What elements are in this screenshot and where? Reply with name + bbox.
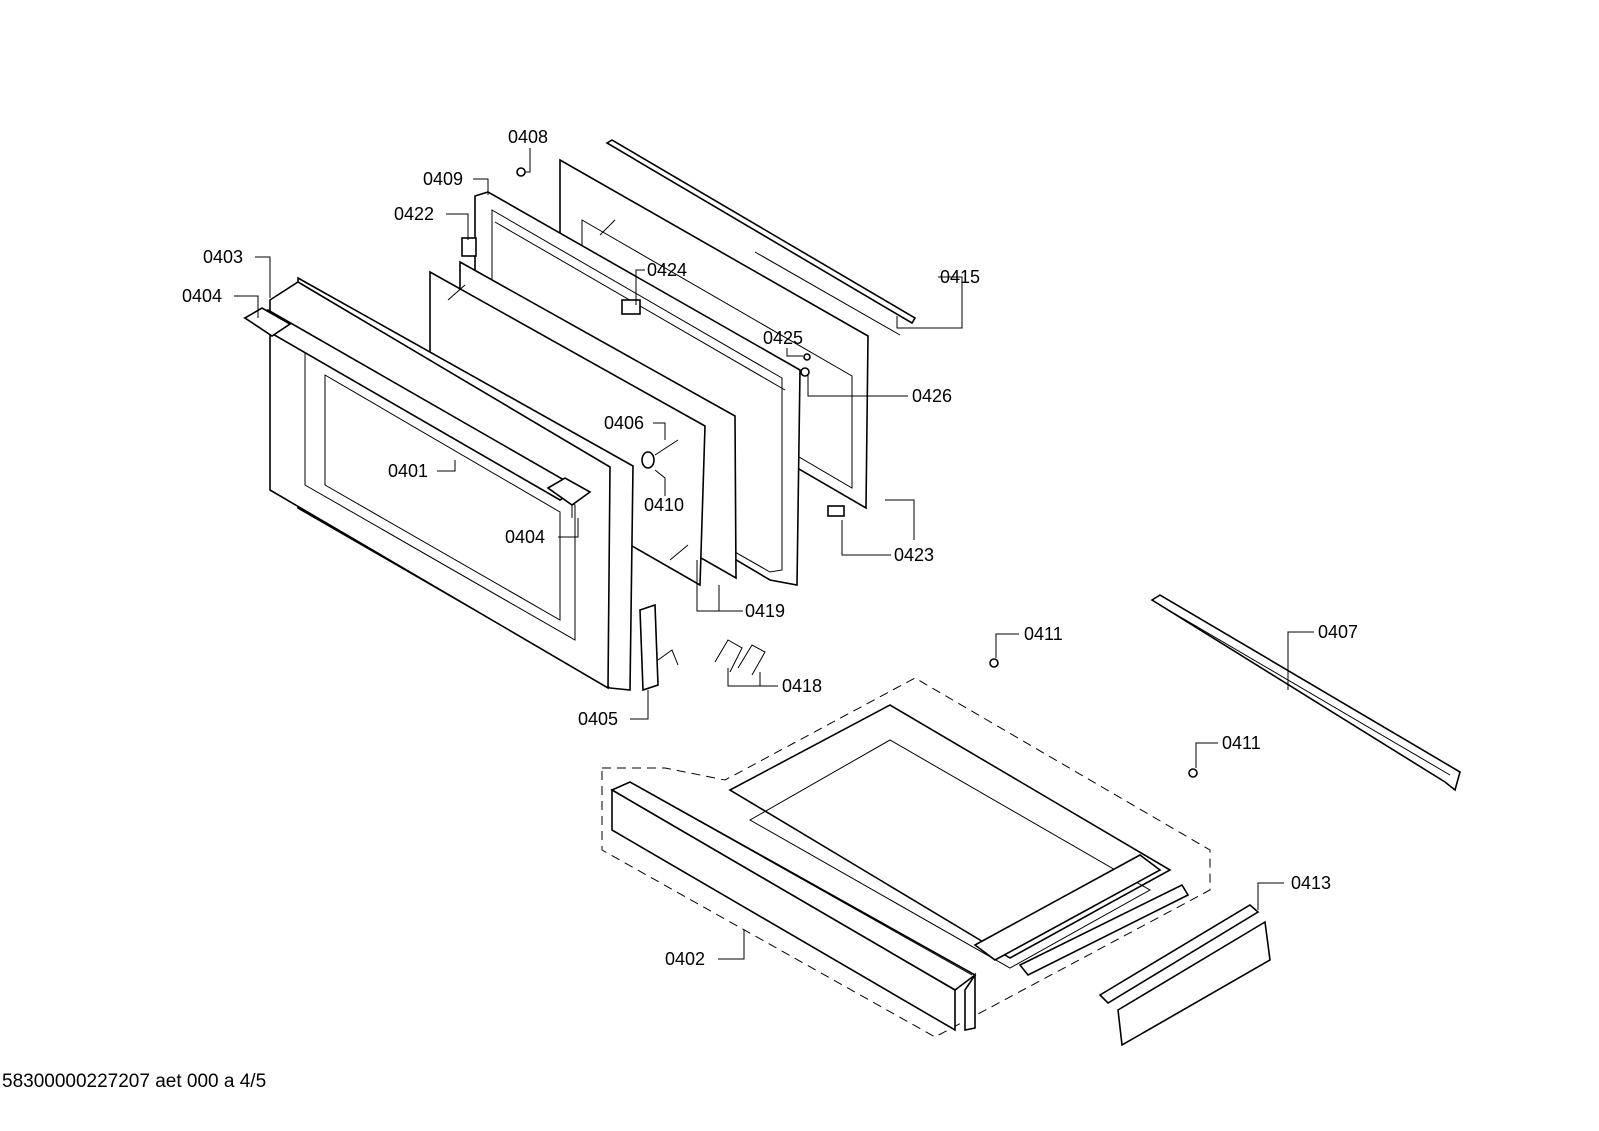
part-0425 xyxy=(803,353,811,361)
label-0411-a: 0411 xyxy=(1024,624,1063,644)
label-0402: 0402 xyxy=(665,949,705,969)
part-0406-screw xyxy=(641,439,679,469)
label-0415: 0415 xyxy=(940,267,980,287)
label-0418: 0418 xyxy=(782,676,822,696)
label-0410: 0410 xyxy=(644,495,684,515)
part-0402-drawer xyxy=(601,677,1211,1038)
label-0407: 0407 xyxy=(1318,622,1358,642)
label-0401: 0401 xyxy=(388,461,428,481)
label-0404-top: 0404 xyxy=(182,286,222,306)
label-0423: 0423 xyxy=(894,545,934,565)
part-0408 xyxy=(516,167,526,177)
label-0403: 0403 xyxy=(203,247,243,267)
label-0404-bottom: 0404 xyxy=(505,527,545,547)
part-0411-screw-b xyxy=(1188,768,1198,778)
label-0408: 0408 xyxy=(508,127,548,147)
label-0405: 0405 xyxy=(578,709,618,729)
label-0411-b: 0411 xyxy=(1222,733,1261,753)
label-0406: 0406 xyxy=(604,413,644,433)
part-0426 xyxy=(800,367,810,377)
label-0409: 0409 xyxy=(423,169,463,189)
part-0413-runners xyxy=(1018,883,1271,1047)
part-0401-handle xyxy=(243,307,592,518)
label-0422: 0422 xyxy=(394,204,434,224)
part-0405-hinge xyxy=(639,603,679,692)
label-0424: 0424 xyxy=(647,260,687,280)
label-0413: 0413 xyxy=(1291,873,1331,893)
label-0426: 0426 xyxy=(912,386,952,406)
label-0419: 0419 xyxy=(745,601,785,621)
part-0407-rail xyxy=(1150,594,1461,792)
part-0418-clips xyxy=(714,639,766,676)
part-0415-trim xyxy=(605,139,917,336)
label-0425: 0425 xyxy=(763,328,803,348)
part-0411-screw-a xyxy=(989,658,999,668)
document-reference: 58300000227207 aet 000 a 4/5 xyxy=(2,1071,267,1092)
leader-lines xyxy=(234,148,1314,960)
